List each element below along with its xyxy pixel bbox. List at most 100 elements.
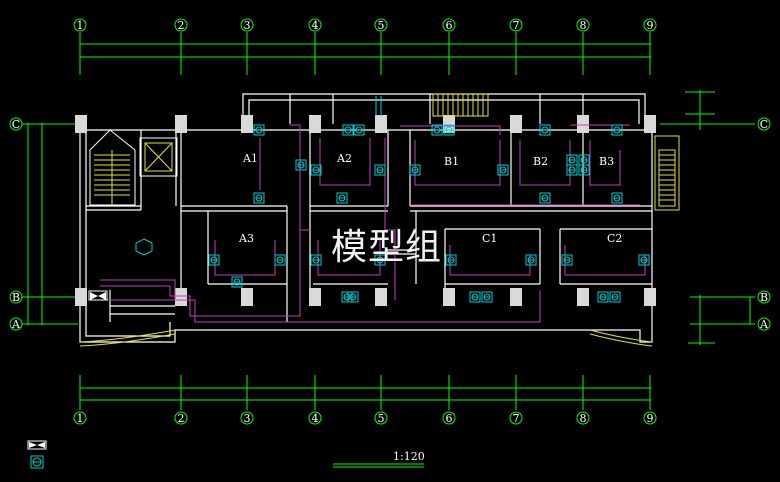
grid-bubble-label: A [759, 318, 769, 331]
fan-coil-unit-icon [274, 254, 286, 266]
fan-coil-unit-icon [353, 124, 365, 136]
grid-bubble-label: B [760, 291, 768, 304]
grid-bubble-right-C: C [757, 117, 771, 131]
grid-bubble-label: 6 [446, 412, 453, 425]
legend [27, 440, 47, 469]
stair-hatch-icon [432, 93, 489, 117]
side-dimension-lines [22, 90, 755, 345]
watermark-text: 模型组 [331, 227, 443, 268]
grid-bubble-bottom-2: 2 [174, 411, 188, 425]
room-label-b1: B1 [444, 155, 459, 168]
fan-coil-unit-icon [497, 164, 509, 176]
room-label-a1: A1 [242, 152, 258, 165]
fan-coil-unit-icon [347, 291, 359, 303]
grid-bubble-top-3: 3 [240, 18, 254, 32]
grid-bubble-bottom-9: 9 [643, 411, 657, 425]
grid-bubble-label: 7 [513, 19, 520, 32]
grid-bubble-left-C: C [9, 117, 23, 131]
grid-bubble-label: 5 [378, 19, 385, 32]
fan-coil-units [208, 124, 650, 303]
grid-bubble-label: C [12, 118, 20, 131]
grid-bubble-label: 2 [178, 19, 185, 32]
grid-bubble-label: 3 [244, 412, 251, 425]
fan-coil-unit-icon [443, 124, 455, 136]
fan-coil-unit-icon [445, 254, 457, 266]
room-label-a2: A2 [336, 152, 352, 165]
grid-bubble-label: 9 [647, 412, 654, 425]
grid-bubble-left-A: A [9, 317, 23, 331]
fan-coil-unit-icon [481, 291, 493, 303]
fan-coil-unit-icon [578, 164, 590, 176]
legend-fan-coil-unit-icon [30, 455, 44, 469]
room-label-a3: A3 [238, 232, 254, 245]
grid-bubble-label: C [760, 118, 768, 131]
fan-coil-unit-icon [342, 124, 354, 136]
grid-bubbles-top: 1 2 3 4 5 6 7 8 9 [73, 18, 657, 32]
top-dimension-lines [79, 32, 651, 75]
grid-bubble-bottom-1: 1 [73, 411, 87, 425]
fan-coil-unit-icon [253, 192, 265, 204]
grid-bubble-left-B: B [9, 290, 23, 304]
grid-bubble-label: A [11, 318, 21, 331]
grid-bubble-top-7: 7 [509, 18, 523, 32]
grid-bubble-label: 4 [312, 19, 319, 32]
grid-bubble-top-9: 9 [643, 18, 657, 32]
grid-bubble-bottom-5: 5 [374, 411, 388, 425]
fan-coil-unit-icon [469, 291, 481, 303]
grid-bubble-bottom-7: 7 [509, 411, 523, 425]
fan-coil-unit-icon [374, 164, 386, 176]
grid-bubble-label: 8 [580, 19, 587, 32]
fan-coil-unit-icon [609, 291, 621, 303]
legend-exhaust-fan-icon [27, 440, 47, 450]
scale-label: 1:120 [393, 450, 425, 463]
fan-coil-unit-icon [638, 254, 650, 266]
room-label-c1: C1 [482, 232, 497, 245]
grid-bubble-label: 7 [513, 412, 520, 425]
grid-bubble-label: 6 [446, 19, 453, 32]
room-label-c2: C2 [607, 232, 622, 245]
fan-coil-unit-icon [539, 192, 551, 204]
fan-coil-unit-icon [597, 291, 609, 303]
riser-duct [375, 96, 382, 116]
grid-bubble-top-5: 5 [374, 18, 388, 32]
grid-bubble-bottom-3: 3 [240, 411, 254, 425]
grid-bubble-right-B: B [757, 290, 771, 304]
grid-bubble-top-2: 2 [174, 18, 188, 32]
stair-right-icon [654, 135, 680, 211]
fan-coil-unit-icon [310, 254, 322, 266]
grid-bubble-label: 2 [178, 412, 185, 425]
grid-bubble-right-A: A [757, 317, 771, 331]
exhaust-fan-icon [88, 290, 108, 301]
grid-bubble-bottom-8: 8 [576, 411, 590, 425]
grid-bubbles-rows: C C B B A A [9, 117, 771, 331]
fan-coil-unit-icon [578, 154, 590, 166]
fan-coil-unit-icon [566, 154, 578, 166]
fan-coil-unit-icon [611, 124, 623, 136]
grid-bubbles-bottom: 1 2 3 4 5 6 7 8 9 [73, 411, 657, 425]
room-labels: A1 A2 A3 B1 B2 B3 C1 C2 [238, 152, 622, 245]
grid-bubble-label: 9 [647, 19, 654, 32]
grid-bubble-label: B [12, 291, 20, 304]
stair-left-icon [89, 129, 136, 206]
fan-coil-unit-icon [525, 254, 537, 266]
room-label-b2: B2 [533, 155, 548, 168]
fan-coil-unit-icon [409, 164, 421, 176]
fan-coil-unit-icon [539, 124, 551, 136]
grid-bubble-label: 5 [378, 412, 385, 425]
grid-bubble-top-6: 6 [442, 18, 456, 32]
fan-coil-unit-icon [431, 124, 443, 136]
fan-coil-unit-icon [208, 254, 220, 266]
grid-bubble-top-8: 8 [576, 18, 590, 32]
lobby-diffuser-icon [135, 238, 153, 256]
grid-bubble-top-1: 1 [73, 18, 87, 32]
fan-coil-unit-icon [611, 192, 623, 204]
grid-bubble-label: 3 [244, 19, 251, 32]
grid-bubble-bottom-6: 6 [442, 411, 456, 425]
grid-bubble-label: 1 [77, 412, 84, 425]
bottom-dimension-lines [79, 375, 651, 410]
grid-bubble-top-4: 4 [308, 18, 322, 32]
grid-bubble-label: 4 [312, 412, 319, 425]
room-label-b3: B3 [599, 155, 614, 168]
fan-coil-unit-icon [561, 254, 573, 266]
